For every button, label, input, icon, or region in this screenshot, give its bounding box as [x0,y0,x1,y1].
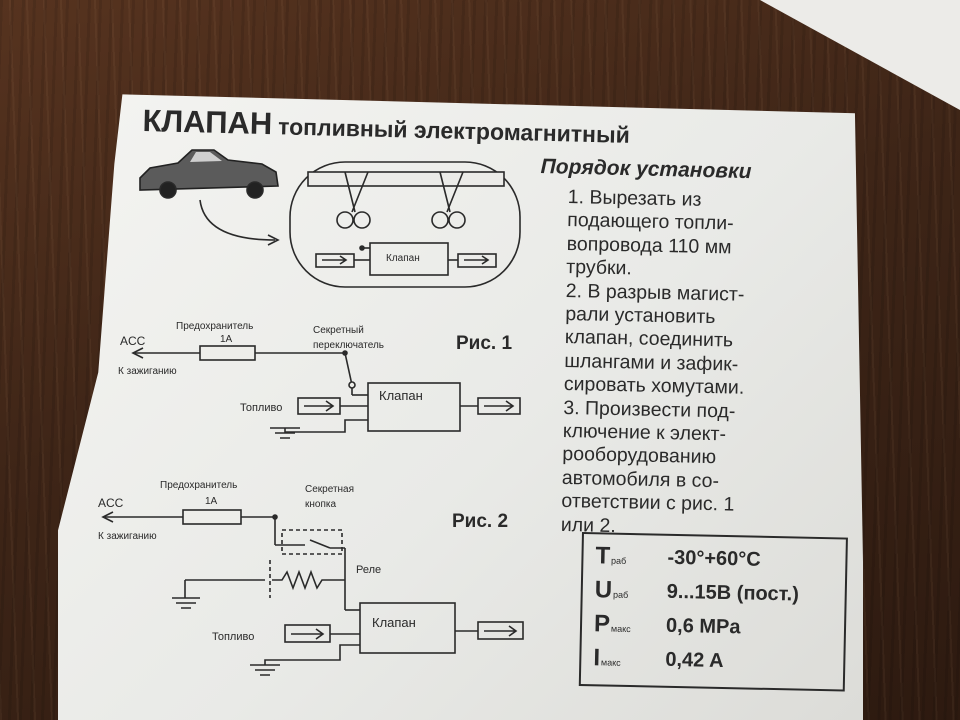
fig2-ground-icon [172,597,200,609]
spec-symbol: P [593,610,611,638]
fig2-fuse-label: Предохранитель [160,480,237,491]
fig2-fuse [182,509,242,525]
fig2-arrow-icon [101,511,114,523]
fig1-ground-icon [270,427,300,439]
spec-value: 9...15В (пост.) [666,580,800,606]
fig2-secret-button [275,539,345,549]
fig2-ground-icon [250,664,280,676]
spec-subscript: раб [612,589,629,600]
fig1-fuel-label: Топливо [240,402,282,414]
spec-value: -30°+60°C [667,546,761,571]
fig1-secret-switch [344,352,353,395]
fig2-valve-box [359,602,456,654]
fig1-valve-label: Клапан [379,388,423,403]
fig1-arrow-icon [131,347,144,359]
fig2-fuel-label: Топливо [212,631,254,643]
fig2-ground-wire [264,644,360,665]
inset-valve-label: Клапан [386,253,420,264]
inset-valve-box [369,242,449,276]
car-icon [139,149,279,199]
inset-panel [289,161,521,288]
fig2-button-label-1: Секретная [305,484,354,495]
fig2-valve-label: Клапан [372,615,416,630]
pointer-arrow [199,199,276,241]
spec-box: Tраб -30°+60°C Uраб 9...15В (пост.) Pмак… [578,532,848,692]
spec-row-current: Iмакс 0,42 A [593,644,724,675]
fig1-fuse-rating: 1А [220,334,233,345]
spec-value: 0,6 MPa [665,614,741,639]
scissors-icon [336,171,371,229]
spec-symbol: I [593,644,601,672]
fig2-ignition-label: К зажиганию [98,531,157,542]
fig1-ground-wire [284,419,368,433]
spec-row-pressure: Pмакс 0,6 MPa [593,610,741,641]
fig1-fuse [199,345,256,361]
fig1-fuse-label: Предохранитель [176,321,253,332]
fig2-button-label-2: кнопка [305,499,336,510]
fig1-switch-label-2: переключатель [313,340,384,351]
fig2-fuse-rating: 1А [205,496,218,507]
fig1-label: Рис. 1 [456,333,512,354]
fuel-pipe [307,171,505,187]
spec-row-temperature: Tраб -30°+60°C [595,542,761,573]
pointer-arrow-head [267,234,280,246]
fig1-acc-label: ACC [120,334,146,348]
scissors-icon [431,171,466,229]
fig1-valve-box [367,382,461,432]
spec-symbol: T [595,542,611,570]
spec-symbol: U [594,576,613,604]
spec-value: 0,42 A [665,648,724,672]
spec-subscript: макс [610,623,631,635]
spec-row-voltage: Uраб 9...15В (пост.) [594,576,800,607]
fig2-relay-label: Реле [356,564,381,576]
fig1-switch-label-1: Секретный [313,325,364,336]
fig2-relay-frame [281,529,343,555]
fig2-acc-label: ACC [98,496,124,510]
fig2-label: Рис. 2 [452,511,508,532]
fig1-ignition-label: К зажиганию [118,366,177,377]
fig2-relay-coil [272,569,345,591]
spec-subscript: раб [610,555,627,566]
spec-subscript: макс [600,657,621,668]
